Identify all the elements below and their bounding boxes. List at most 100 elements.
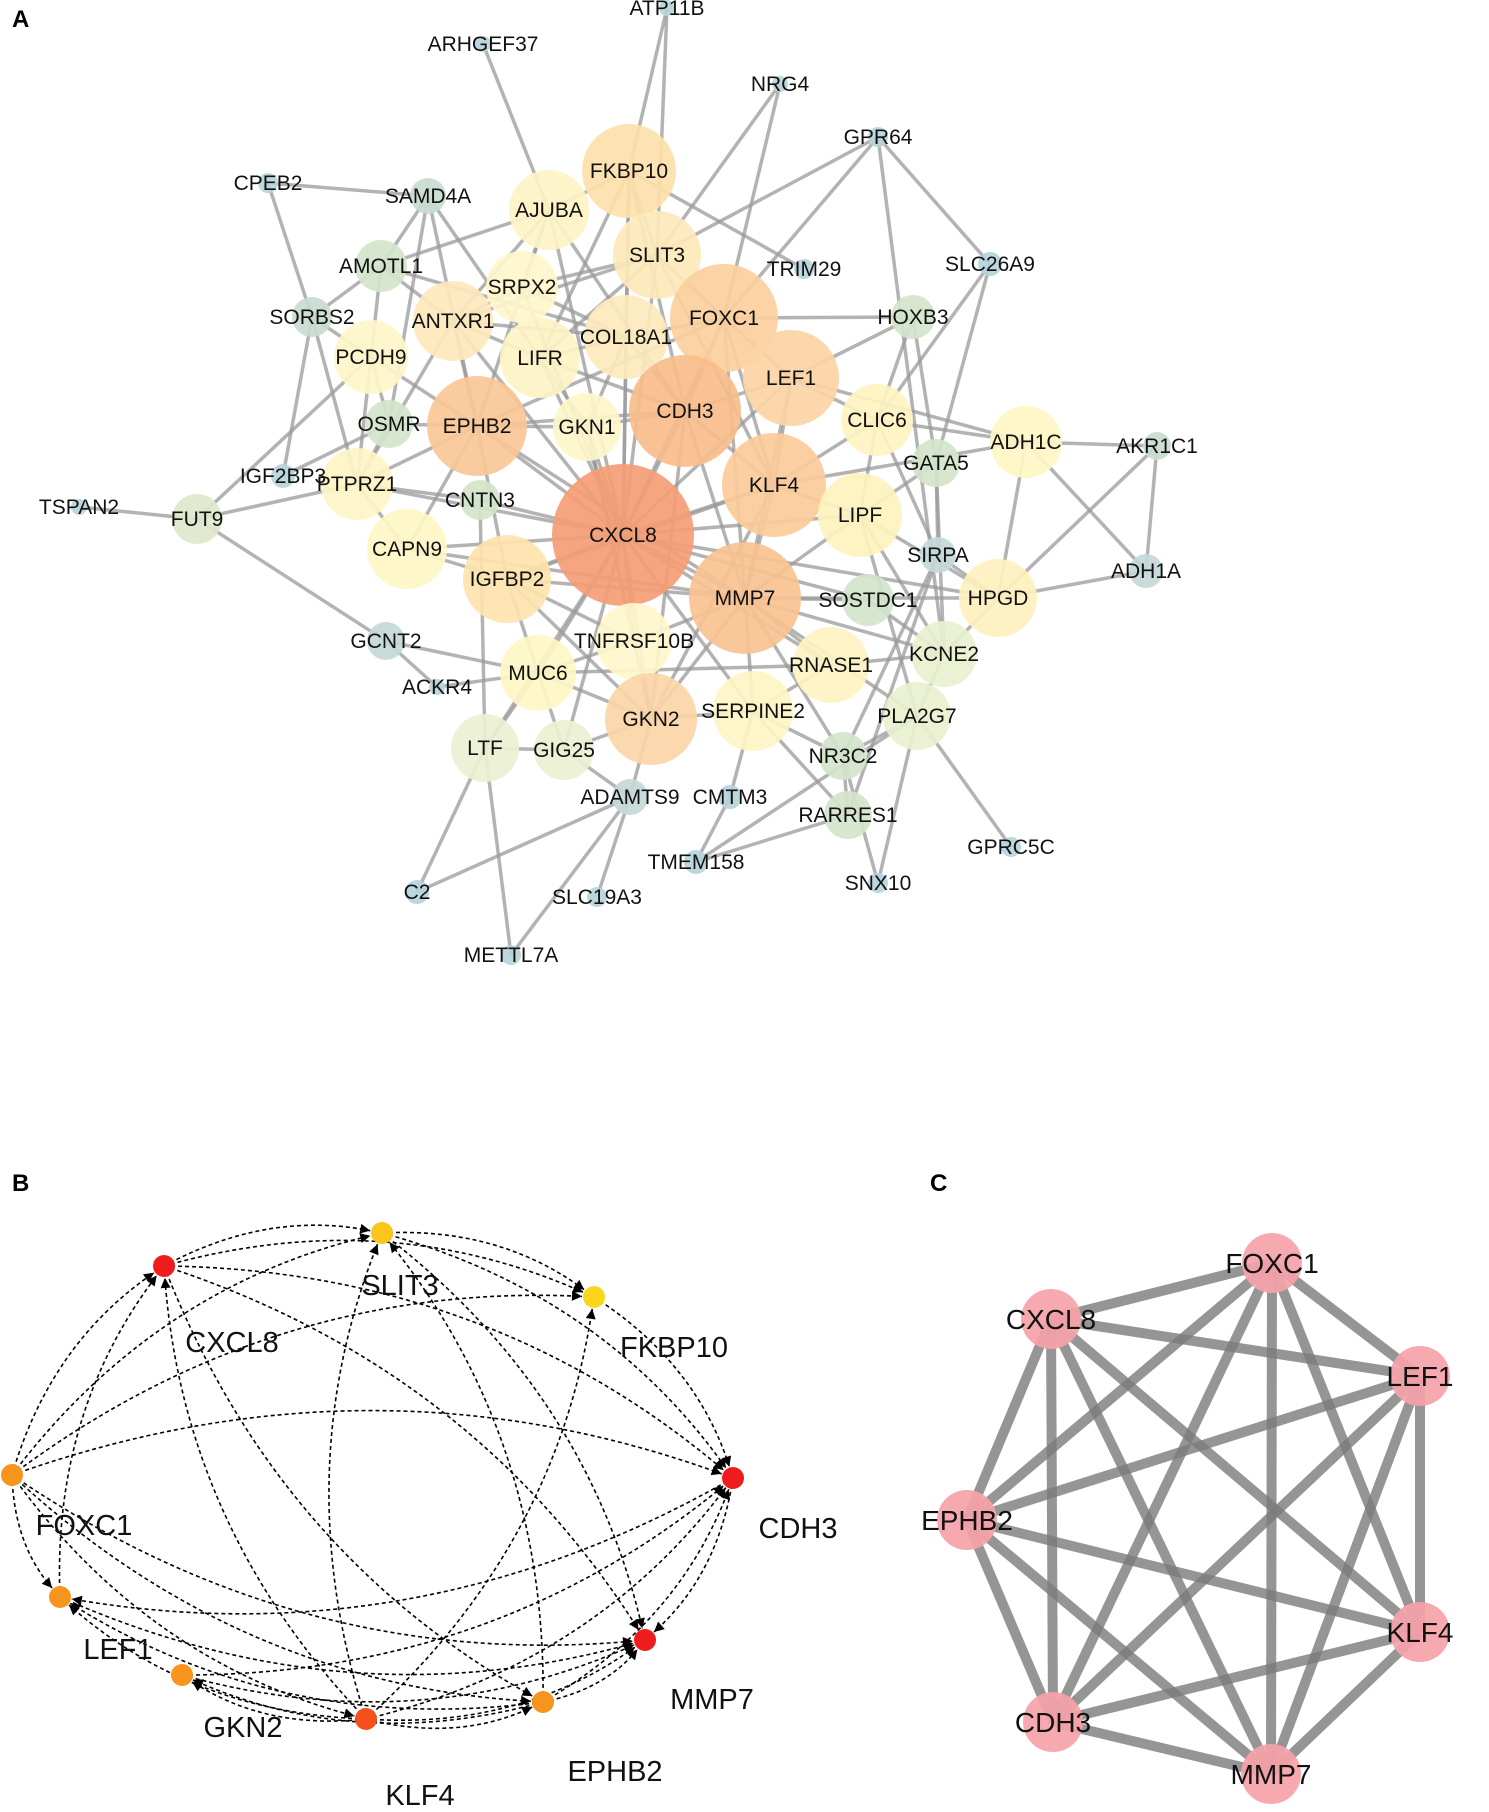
node-b-cxcl8[interactable] xyxy=(153,1255,175,1277)
node-a-tspan2[interactable] xyxy=(71,499,87,515)
node-a-hpgd[interactable] xyxy=(959,559,1037,637)
node-a-c2[interactable] xyxy=(405,880,429,904)
node-c-lef1[interactable] xyxy=(1390,1346,1450,1406)
node-a-ltf[interactable] xyxy=(451,714,519,782)
label-a-slc19a3: SLC19A3 xyxy=(552,886,642,909)
node-a-gkn1[interactable] xyxy=(553,393,621,461)
node-a-rarres1[interactable] xyxy=(824,791,872,839)
node-a-sirpa[interactable] xyxy=(920,537,956,573)
node-a-foxc1[interactable] xyxy=(670,264,778,372)
node-c-ephb2[interactable] xyxy=(937,1490,997,1550)
node-a-snx10[interactable] xyxy=(868,873,888,893)
node-a-nr3c2[interactable] xyxy=(819,732,867,780)
node-a-gpr64[interactable] xyxy=(868,127,888,147)
node-a-muc6[interactable] xyxy=(500,635,576,711)
node-b-ephb2[interactable] xyxy=(532,1691,554,1713)
node-a-gprc5c[interactable] xyxy=(1001,837,1021,857)
node-a-rnase1[interactable] xyxy=(793,627,869,703)
node-b-cdh3[interactable] xyxy=(722,1467,744,1489)
node-a-cntn3[interactable] xyxy=(460,480,500,520)
node-a-gig25[interactable] xyxy=(534,720,594,780)
node-a-adh1c[interactable] xyxy=(990,406,1062,478)
edge-b-ephb2-slit3 xyxy=(388,1241,544,1703)
node-a-lipf[interactable] xyxy=(818,473,902,557)
node-a-atp11b[interactable] xyxy=(659,0,675,16)
node-a-cpeb2[interactable] xyxy=(258,173,278,193)
node-a-gcnt2[interactable] xyxy=(367,622,405,660)
node-a-serpine2[interactable] xyxy=(713,671,793,751)
panel-a-letter: A xyxy=(12,6,30,33)
node-a-col18a1[interactable] xyxy=(584,295,668,379)
node-a-arhgef37[interactable] xyxy=(475,36,491,52)
node-a-kcne2[interactable] xyxy=(911,621,977,687)
edge-sorbs2-igf2bp3 xyxy=(281,316,314,477)
node-b-mmp7[interactable] xyxy=(634,1629,656,1651)
node-c-klf4[interactable] xyxy=(1390,1602,1450,1662)
edge-c-ephb2-mmp7 xyxy=(963,1516,1275,1778)
node-a-srpx2[interactable] xyxy=(486,251,558,323)
node-b-gkn2[interactable] xyxy=(171,1664,193,1686)
node-a-klf4[interactable] xyxy=(722,433,826,537)
label-a-pcdh9: PCDH9 xyxy=(335,346,406,369)
node-a-slc19a3[interactable] xyxy=(587,887,607,907)
node-c-foxc1[interactable] xyxy=(1242,1233,1302,1293)
node-c-mmp7[interactable] xyxy=(1241,1744,1301,1804)
label-a-adh1c: ADH1C xyxy=(990,431,1061,454)
node-a-antxr1[interactable] xyxy=(413,281,493,361)
edge-c-lef1-cdh3 xyxy=(1049,1372,1424,1726)
node-a-gata5[interactable] xyxy=(912,439,960,487)
node-a-mmp7[interactable] xyxy=(689,542,801,654)
node-a-ajuba[interactable] xyxy=(509,170,589,250)
node-a-slc26a9[interactable] xyxy=(978,252,1002,276)
node-a-ackr4[interactable] xyxy=(429,679,445,695)
node-a-osmr[interactable] xyxy=(365,400,413,448)
edge-cntn3-ltf xyxy=(478,499,487,749)
label-a-pla2g7: PLA2G7 xyxy=(877,705,956,728)
node-c-cxcl8[interactable] xyxy=(1021,1289,1081,1349)
node-a-amotl1[interactable] xyxy=(355,240,407,292)
node-a-tmem158[interactable] xyxy=(684,850,708,874)
node-a-samd4a[interactable] xyxy=(410,178,446,214)
node-a-cxcl8[interactable] xyxy=(552,464,694,606)
node-a-lifr[interactable] xyxy=(500,318,580,398)
node-a-nrg4[interactable] xyxy=(772,76,788,92)
node-a-ptprz1[interactable] xyxy=(321,448,393,520)
node-a-ephb2[interactable] xyxy=(427,376,527,476)
node-b-fkbp10[interactable] xyxy=(583,1286,605,1308)
node-a-fut9[interactable] xyxy=(172,494,222,544)
node-a-fkbp10[interactable] xyxy=(582,124,676,218)
node-b-klf4[interactable] xyxy=(355,1708,377,1730)
edge-akr1c1-adh1a xyxy=(1144,445,1159,572)
node-a-igf2bp3[interactable] xyxy=(271,464,295,488)
label-b-slit3: SLIT3 xyxy=(361,1270,438,1302)
node-a-adh1a[interactable] xyxy=(1129,554,1163,588)
node-a-lef1[interactable] xyxy=(743,330,839,426)
node-b-lef1[interactable] xyxy=(49,1586,71,1608)
node-a-sorbs2[interactable] xyxy=(292,297,332,337)
node-c-cdh3[interactable] xyxy=(1023,1692,1083,1752)
node-b-foxc1[interactable] xyxy=(1,1464,23,1486)
node-a-capn9[interactable] xyxy=(367,509,447,589)
node-a-tnfrsf10b[interactable] xyxy=(596,603,672,679)
node-a-igfbp2[interactable] xyxy=(463,535,551,623)
node-a-slit3[interactable] xyxy=(613,211,701,299)
node-a-cmtm3[interactable] xyxy=(718,785,742,809)
edge-b-ephb2-cdh3 xyxy=(542,1488,730,1703)
label-a-ephb2: EPHB2 xyxy=(443,415,512,438)
node-a-mettl7a[interactable] xyxy=(501,945,521,965)
edge-gpr64-slc26a9 xyxy=(876,135,992,266)
node-a-gkn2[interactable] xyxy=(605,673,697,765)
edges-b xyxy=(11,1223,734,1730)
node-a-adamts9[interactable] xyxy=(612,779,648,815)
node-a-clic6[interactable] xyxy=(841,384,913,456)
node-a-pcdh9[interactable] xyxy=(334,320,408,394)
node-a-cdh3[interactable] xyxy=(629,355,741,467)
node-b-slit3[interactable] xyxy=(371,1222,393,1244)
node-a-pla2g7[interactable] xyxy=(883,682,951,750)
node-a-sostdc1[interactable] xyxy=(842,574,894,626)
node-a-akr1c1[interactable] xyxy=(1143,432,1171,460)
edge-c-cxcl8-ephb2 xyxy=(962,1317,1056,1522)
node-a-trim29[interactable] xyxy=(794,259,814,279)
label-a-sirpa: SIRPA xyxy=(907,544,968,567)
node-a-hoxb3[interactable] xyxy=(891,295,935,339)
